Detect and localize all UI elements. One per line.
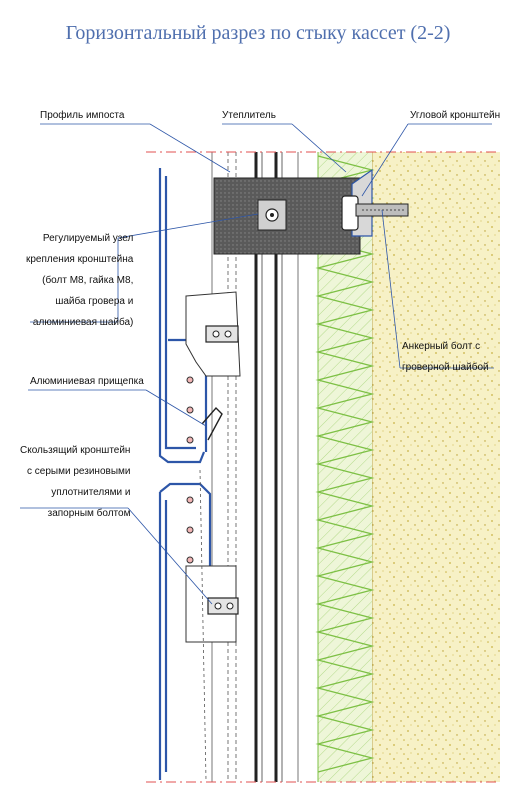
leader-lines [20, 123, 494, 605]
page-title: Горизонтальный разрез по стыку кассет (2… [65, 22, 451, 44]
label-aluminum-clip: Алюминиевая прищепка [30, 376, 144, 387]
frame-lines [211, 152, 299, 782]
sliding-bracket-upper [185, 291, 241, 444]
label-sliding-bracket-line: запорным болтом [47, 508, 131, 519]
label-impost-profile: Профиль импоста [40, 110, 125, 121]
insulation-layer [315, 152, 375, 782]
label-adjustable-node-line: шайба гровера и [55, 296, 134, 307]
sliding-bracket-lower [185, 469, 239, 781]
label-adjustable-node-line: алюминиевая шайба) [32, 317, 134, 328]
label-anchor-bolt-line: гроверной шайбой [402, 362, 489, 373]
label-adjustable-node-line: крепления кронштейна [26, 254, 134, 265]
label-adjustable-node-line: (болт М8, гайка М8, [42, 275, 134, 286]
fixing-bracket [213, 177, 361, 255]
section-cut-edges [146, 151, 500, 783]
label-sliding-bracket-line: Скользящий кронштейн [20, 445, 131, 456]
label-anchor-bolt: Анкерный болт с гроверной шайбой [402, 336, 489, 378]
label-adjustable-node-line: Регулируемый узел [42, 233, 134, 244]
label-adjustable-node: Регулируемый узел крепления кронштейна (… [26, 228, 133, 333]
label-insulation: Утеплитель [222, 110, 276, 121]
label-sliding-bracket: Скользящий кронштейн с серыми резиновыми… [20, 440, 130, 524]
label-anchor-bolt-line: Анкерный болт с [402, 341, 481, 352]
aluminum-clip [201, 406, 223, 441]
label-sliding-bracket-line: с серыми резиновыми [27, 466, 131, 477]
concrete-wall [371, 152, 500, 782]
label-corner-bracket: Угловой кронштейн [410, 110, 501, 121]
label-sliding-bracket-line: уплотнителями и [51, 487, 131, 498]
corner-bracket [341, 168, 373, 237]
